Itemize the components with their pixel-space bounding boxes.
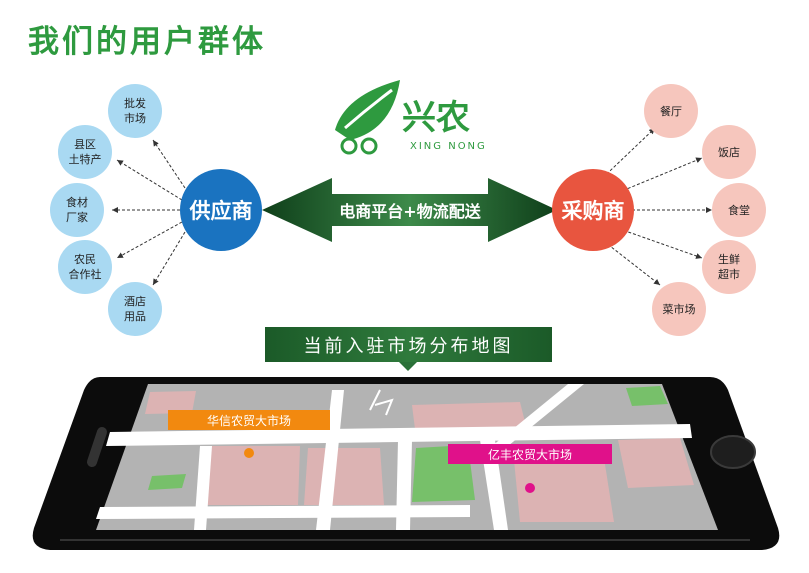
supplier-hub: 供应商 [180,169,262,251]
supplier-type: 农民 合作社 [58,240,112,294]
buyer-type: 饭店 [702,125,756,179]
supplier-type: 县区 土特产 [58,125,112,179]
market-label-yifeng: 亿丰农贸大市场 [448,444,612,464]
supplier-type: 食材 厂家 [50,183,104,237]
buyer-hub: 采购商 [552,169,634,251]
buyer-type: 生鲜 超市 [702,240,756,294]
map-banner-pointer [399,362,417,371]
buyer-type: 食堂 [712,183,766,237]
buyer-type: 菜市场 [652,282,706,336]
supplier-type: 酒店 用品 [108,282,162,336]
logo-pinyin: XING NONG [410,141,487,152]
page-title: 我们的用户群体 [28,24,266,60]
link-label: 电商平台+物流配送 [339,202,481,221]
market-label-huaxin: 华信农贸大市场 [168,410,330,430]
supplier-type: 批发 市场 [108,84,162,138]
logo-name: 兴农 [402,98,470,138]
buyer-type: 餐厅 [644,84,698,138]
map-banner: 当前入驻市场分布地图 [265,327,552,362]
